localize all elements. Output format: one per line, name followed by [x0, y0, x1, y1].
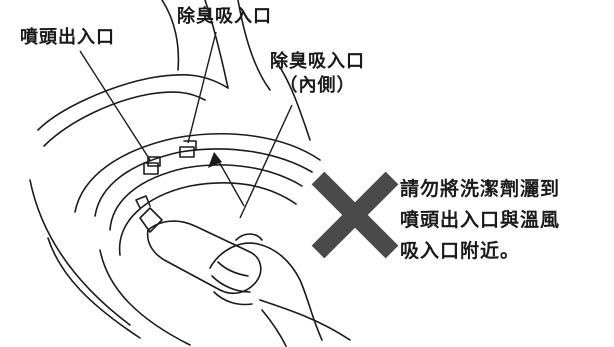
seat-lower-sweep-3 [99, 249, 191, 346]
prohibition-cross [311, 171, 399, 259]
hand-finger-2 [211, 275, 251, 293]
bottle-nozzle [135, 195, 151, 209]
bowl-inner-curve [118, 182, 297, 256]
nozzle-outlet-slot-2 [147, 156, 161, 167]
deodorizer-slot [179, 146, 195, 158]
label-deodorizer-intake: 除臭吸入口 [177, 6, 272, 27]
arrow-head [208, 152, 222, 168]
label-inner-note: （內側） [279, 75, 356, 96]
seat-upper-edge-2 [204, 0, 229, 89]
bowl-rim-outer [74, 133, 321, 213]
hand-outline [209, 242, 323, 341]
arrow-shaft [217, 159, 245, 207]
seat-lower-sweep-2 [47, 237, 141, 339]
bottle-neck [139, 207, 163, 233]
warning-text: 請勿將洗潔劑灑到 噴頭出入口與溫風 吸入口附近。 [400, 174, 560, 267]
bowl-base [259, 299, 351, 341]
wall-line [237, 0, 271, 91]
seat-edge-inner [43, 91, 206, 147]
seat-outer-edge [37, 74, 229, 131]
label-deodorizer-intake-inner-text: 除臭吸入口 [270, 51, 365, 72]
wrist-line [261, 309, 287, 347]
wall-line-2 [274, 59, 311, 141]
leader-deo-inner [239, 104, 293, 219]
bowl-rim-inner [109, 164, 303, 231]
label-deodorizer-intake-inner: 除臭吸入口 （內側） [270, 53, 365, 95]
label-nozzle-outlet: 噴頭出入口 [20, 27, 115, 48]
hand-finger-3 [213, 291, 253, 306]
warning-line-1: 請勿將洗潔劑灑到 [400, 178, 561, 200]
leader-deo [187, 31, 217, 144]
seat-upper-edge [161, 0, 180, 71]
warning-line-3: 吸入口附近。 [400, 240, 521, 262]
leader-nozzle [79, 50, 151, 161]
bowl-rim [94, 148, 313, 217]
hand-finger [217, 261, 249, 277]
warning-line-2: 噴頭出入口與溫風 [400, 209, 561, 231]
seat-lower-sweep [29, 179, 131, 326]
bottle-body [146, 220, 262, 295]
nozzle-outlet-slot [143, 162, 159, 175]
hand-thumb [235, 233, 263, 241]
